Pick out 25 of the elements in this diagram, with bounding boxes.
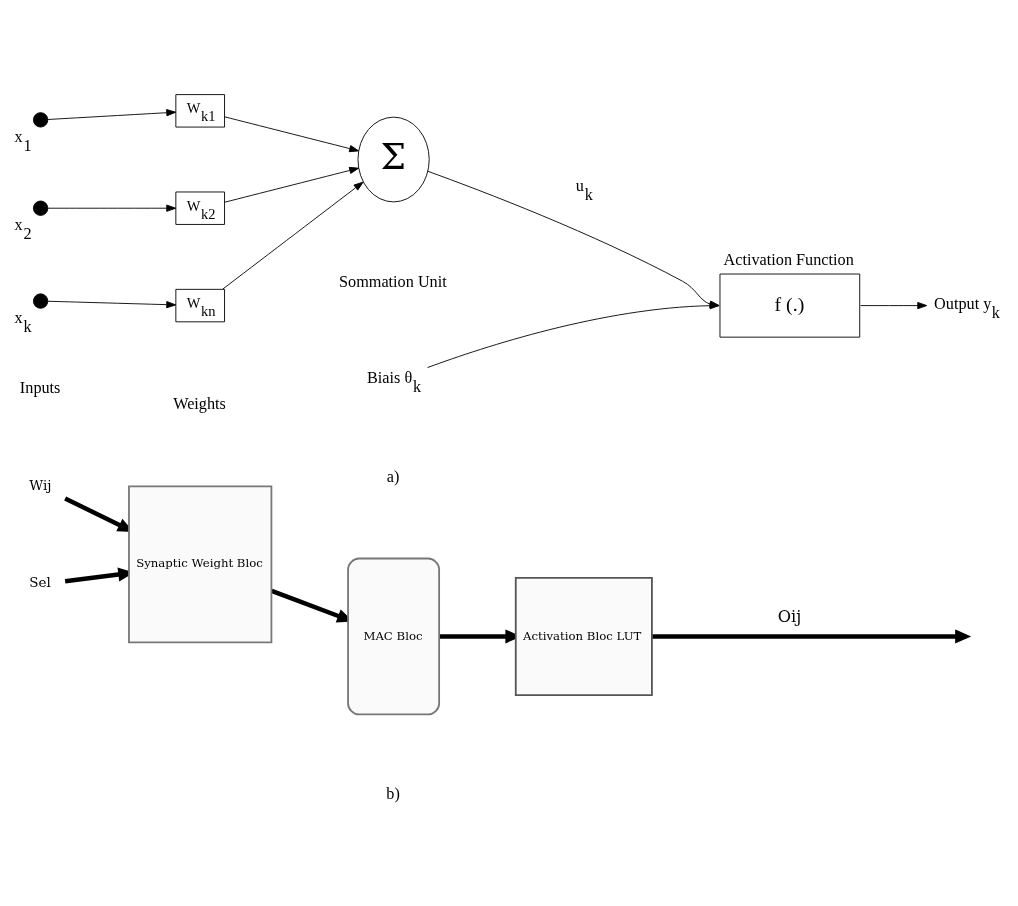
- node-ellipse: Σ: [357, 116, 430, 203]
- node-circle: [32, 112, 49, 128]
- arrow: [651, 629, 972, 644]
- node-text: Wij: [29, 476, 52, 493]
- label: a): [386, 467, 400, 486]
- node-text: Sel: [29, 574, 51, 591]
- arrow: [47, 300, 177, 309]
- node-circle: [32, 293, 49, 309]
- arrow: [860, 302, 928, 310]
- arrow: [224, 116, 360, 153]
- label: Inputs: [19, 379, 61, 398]
- node-box: Synaptic Weight Bloc: [128, 485, 273, 644]
- node-box: f (.): [719, 273, 861, 338]
- node-box: Activation Bloc LUT: [514, 576, 653, 696]
- node-circle: [32, 200, 49, 216]
- label: Sommation Unit: [339, 273, 447, 292]
- node-label: Activation Function: [723, 251, 854, 270]
- arrow: [47, 204, 177, 212]
- node-box: MAC Bloc: [347, 557, 440, 716]
- arrow: [47, 109, 177, 120]
- arrow: [224, 166, 360, 203]
- arrow: [222, 181, 364, 290]
- label: Weights: [173, 394, 226, 413]
- label: b): [386, 785, 400, 804]
- edge-label: Oij: [777, 607, 802, 627]
